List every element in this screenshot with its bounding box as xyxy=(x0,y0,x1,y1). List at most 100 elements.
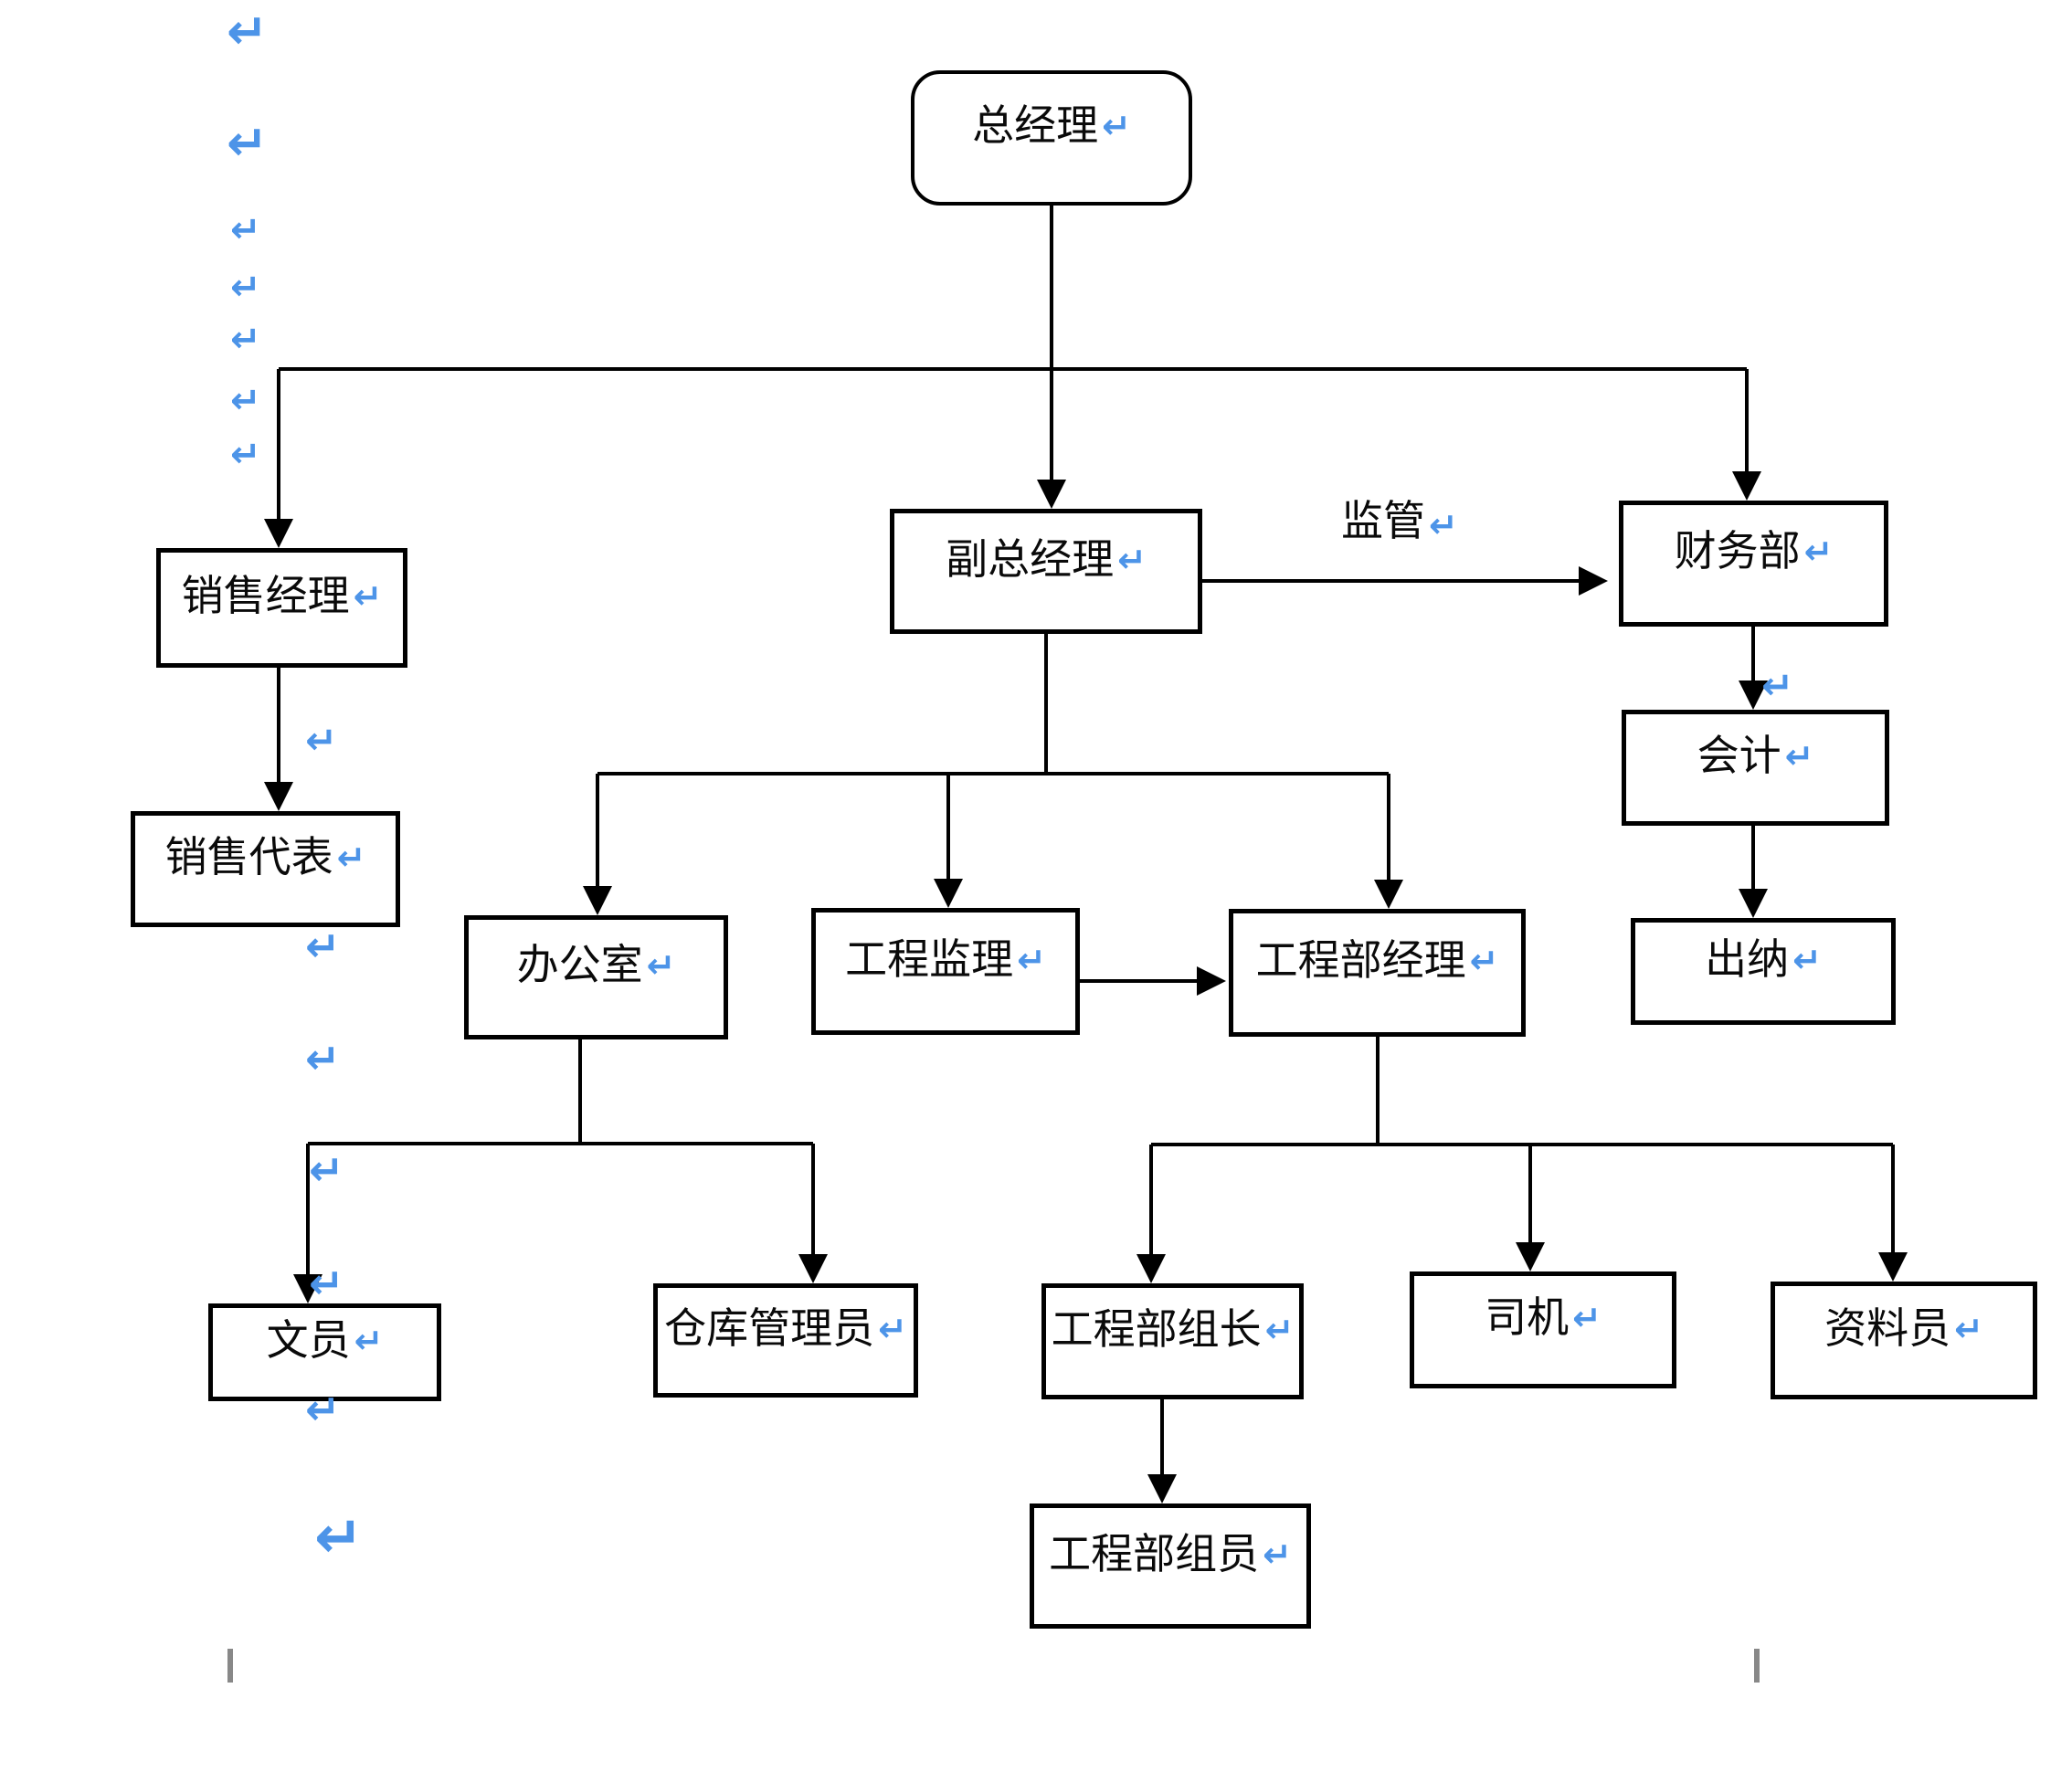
arrowhead-to-deputy-gm xyxy=(1037,480,1066,509)
arrowhead-to-sales-manager xyxy=(264,519,293,548)
arrowhead-accountant-to-cashier xyxy=(1739,889,1768,918)
connector-to-eng-team-leader[interactable] xyxy=(1149,1145,1153,1258)
node-label-warehouse-keeper: 仓库管理员 xyxy=(664,1304,875,1352)
return-mark-icon: ↵ xyxy=(1572,1298,1602,1338)
node-label-general-manager: 总经理 xyxy=(972,102,1099,149)
connector-to-clerk[interactable] xyxy=(306,1144,310,1278)
return-mark-icon: ↵ xyxy=(1784,735,1814,776)
connector-sales-manager-to-sales-rep[interactable] xyxy=(277,668,280,786)
connector-top-branch-line[interactable] xyxy=(279,367,1747,371)
arrowhead-to-clerk xyxy=(293,1274,322,1303)
node-eng-dept-manager[interactable]: 工程部经理↵ xyxy=(1229,909,1526,1037)
node-label-finance-dept: 财务部 xyxy=(1674,528,1801,575)
arrowhead-eng-team-leader-to-member xyxy=(1147,1474,1177,1503)
return-mark-icon: ↵ xyxy=(646,945,676,986)
node-label-eng-team-member: 工程部组员 xyxy=(1049,1530,1260,1577)
connector-to-deputy-gm[interactable] xyxy=(1050,369,1053,483)
node-warehouse-keeper[interactable]: 仓库管理员↵ xyxy=(653,1283,918,1398)
node-sales-rep[interactable]: 销售代表↵ xyxy=(131,811,400,927)
node-label-eng-supervisor: 工程监理 xyxy=(845,935,1014,983)
connector-mid-branch-line[interactable] xyxy=(597,772,1389,775)
node-document-clerk[interactable]: 资料员↵ xyxy=(1771,1282,2037,1399)
return-mark-icon: ↵ xyxy=(336,837,366,878)
node-label-eng-dept-manager: 工程部经理 xyxy=(1255,937,1466,984)
node-general-manager[interactable]: 总经理↵ xyxy=(911,70,1192,206)
node-label-driver: 司机 xyxy=(1485,1294,1570,1341)
paragraph-return-mark-icon: ↵ xyxy=(309,1259,344,1308)
paragraph-return-mark-icon: ↵ xyxy=(1761,663,1794,708)
return-mark-icon: ↵ xyxy=(1263,1534,1292,1575)
arrowhead-eng-supervisor-to-eng-dept-manager xyxy=(1197,966,1226,996)
node-eng-team-leader[interactable]: 工程部组长↵ xyxy=(1041,1283,1304,1399)
node-label-cashier: 出纳 xyxy=(1705,935,1790,983)
return-mark-icon: ↵ xyxy=(1954,1308,1983,1349)
return-mark-icon: ↵ xyxy=(1117,539,1147,580)
connector-office-branch-line[interactable] xyxy=(308,1142,813,1145)
node-label-accountant: 会计 xyxy=(1697,732,1781,779)
paragraph-return-mark-icon: ↵ xyxy=(227,3,269,60)
paragraph-return-mark-icon: ↵ xyxy=(230,319,261,361)
node-eng-team-member[interactable]: 工程部组员↵ xyxy=(1030,1503,1311,1629)
connector-to-warehouse-keeper[interactable] xyxy=(811,1144,815,1258)
node-clerk[interactable]: 文员↵ xyxy=(208,1303,441,1401)
return-mark-icon: ↵ xyxy=(1017,939,1046,980)
node-cashier[interactable]: 出纳↵ xyxy=(1631,918,1896,1025)
connector-to-driver[interactable] xyxy=(1528,1145,1532,1246)
return-mark-icon: ↵ xyxy=(1469,941,1499,981)
node-deputy-gm[interactable]: 副总经理↵ xyxy=(890,509,1202,634)
return-mark-icon: ↵ xyxy=(1102,106,1131,146)
arrowhead-to-warehouse-keeper xyxy=(798,1254,828,1283)
node-office[interactable]: 办公室↵ xyxy=(464,915,728,1039)
paragraph-return-mark-icon: ↵ xyxy=(305,1034,341,1083)
arrowhead-to-finance-dept xyxy=(1732,471,1761,501)
arrowhead-to-eng-dept-manager xyxy=(1374,880,1403,909)
paragraph-return-mark-icon: ↵ xyxy=(305,922,341,971)
return-mark-icon: ↵ xyxy=(1429,505,1458,545)
return-mark-icon: ↵ xyxy=(1803,532,1834,572)
return-mark-icon: ↵ xyxy=(1264,1309,1295,1350)
connector-eng-dept-manager-stem[interactable] xyxy=(1376,1037,1380,1145)
node-accountant[interactable]: 会计↵ xyxy=(1622,710,1889,826)
connector-office-stem[interactable] xyxy=(578,1039,582,1144)
connector-gm-stem[interactable] xyxy=(1050,206,1053,369)
paragraph-return-mark-icon: ↵ xyxy=(305,1385,341,1434)
paragraph-return-mark-icon: ↵ xyxy=(227,114,269,172)
arrowhead-sales-manager-to-sales-rep xyxy=(264,782,293,811)
connector-to-eng-supervisor[interactable] xyxy=(946,774,950,882)
arrowhead-to-office xyxy=(583,886,612,915)
connector-to-sales-manager[interactable] xyxy=(277,369,280,522)
arrowhead-to-document-clerk xyxy=(1878,1252,1908,1282)
page-boundary-mark xyxy=(1754,1649,1760,1683)
arrowhead-to-eng-team-leader xyxy=(1136,1254,1166,1283)
connector-eng-team-leader-to-member[interactable] xyxy=(1160,1399,1164,1478)
connector-accountant-to-cashier[interactable] xyxy=(1751,826,1755,892)
connector-to-document-clerk[interactable] xyxy=(1891,1145,1895,1256)
paragraph-return-mark-icon: ↵ xyxy=(230,267,261,309)
connector-eng-supervisor-to-eng-dept-manager[interactable] xyxy=(1080,979,1200,983)
connector-eng-branch-line[interactable] xyxy=(1151,1143,1893,1146)
connector-finance-to-accountant[interactable] xyxy=(1751,627,1755,684)
supervision-label: 监管↵ xyxy=(1341,501,1458,543)
supervision-label-text: 监管 xyxy=(1341,498,1425,544)
node-label-deputy-gm: 副总经理 xyxy=(946,535,1115,583)
node-finance-dept[interactable]: 财务部↵ xyxy=(1619,501,1888,627)
connector-supervision-arrow[interactable] xyxy=(1202,579,1582,583)
connector-to-office[interactable] xyxy=(596,774,599,890)
connector-to-eng-dept-manager[interactable] xyxy=(1387,774,1390,883)
node-label-sales-rep: 销售代表 xyxy=(164,833,333,881)
paragraph-return-mark-icon: ↵ xyxy=(230,434,261,476)
node-label-clerk: 文员 xyxy=(266,1316,351,1364)
paragraph-return-mark-icon: ↵ xyxy=(314,1504,364,1572)
return-mark-icon: ↵ xyxy=(878,1308,907,1349)
node-driver[interactable]: 司机↵ xyxy=(1410,1271,1676,1388)
node-eng-supervisor[interactable]: 工程监理↵ xyxy=(811,908,1080,1035)
node-label-office: 办公室 xyxy=(516,942,643,988)
node-sales-manager[interactable]: 销售经理↵ xyxy=(156,548,407,668)
connector-to-finance-dept[interactable] xyxy=(1745,369,1749,475)
connector-deputy-gm-stem[interactable] xyxy=(1044,634,1048,774)
node-label-sales-manager: 销售经理 xyxy=(181,572,350,619)
